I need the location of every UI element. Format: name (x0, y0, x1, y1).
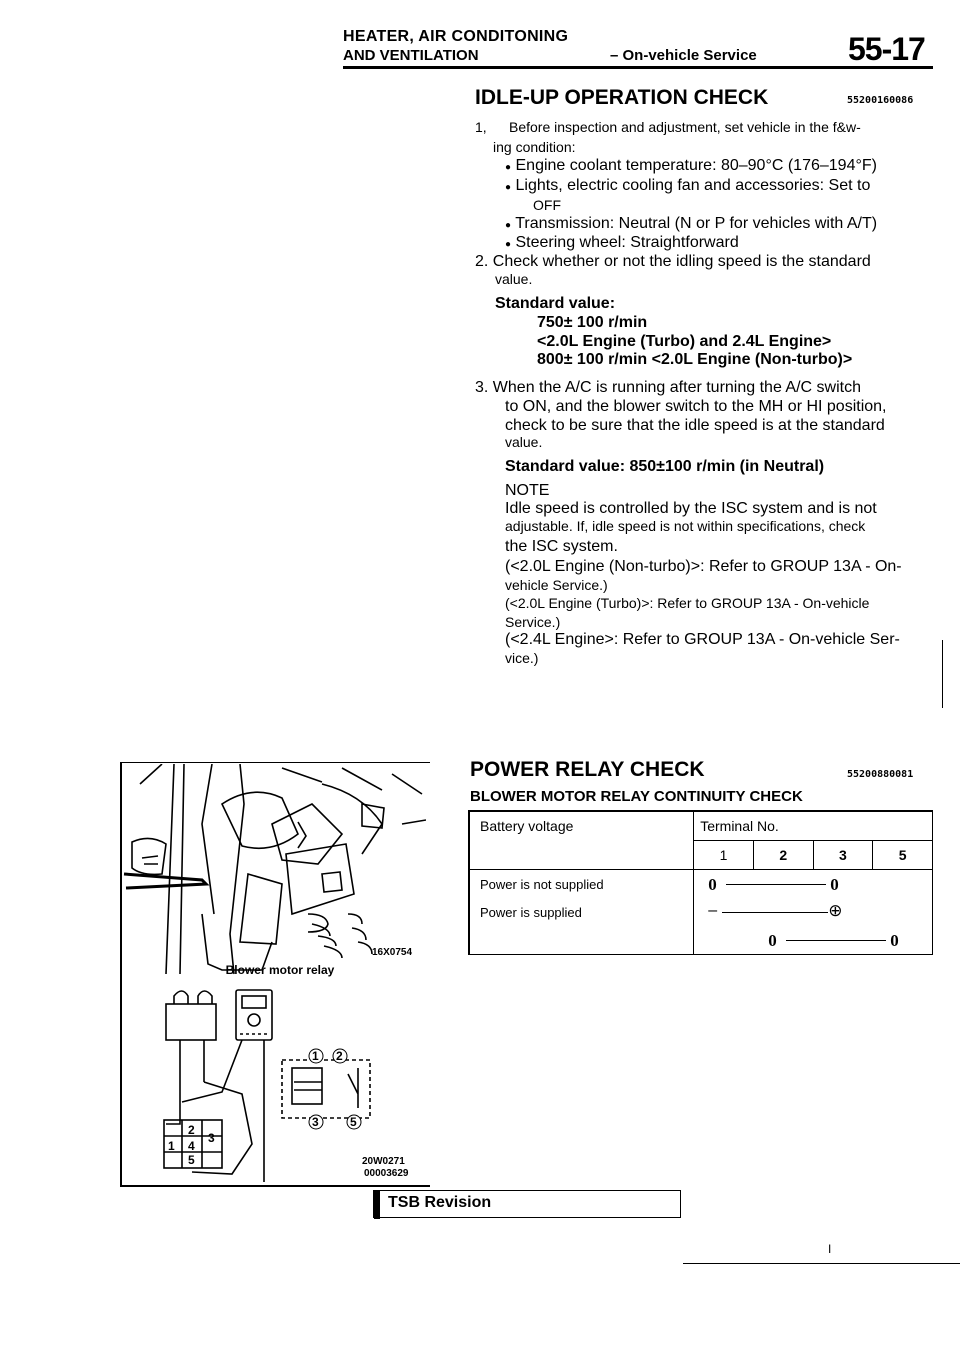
continuity-mark: 0 (890, 931, 899, 950)
relay-pin: 3 (312, 1115, 319, 1129)
margin-bar (942, 640, 943, 708)
step3-line: to ON, and the blower switch to the MH o… (505, 398, 887, 415)
tsb-revision-label: TSB Revision (388, 1194, 492, 1211)
terminal-1: 1 (693, 840, 754, 870)
power-relay-subtitle: BLOWER MOTOR RELAY CONTINUITY CHECK (470, 788, 803, 805)
bullet-dot: ● (505, 220, 512, 231)
header-section: – On-vehicle Service (610, 47, 757, 64)
step1-num: 1, (475, 119, 487, 135)
table-row: – ⊕ (693, 898, 933, 926)
step2-cont: value. (495, 271, 533, 287)
relay-pin: 2 (336, 1049, 343, 1063)
connector-pin: 1 (168, 1139, 175, 1153)
header-divider (343, 66, 933, 69)
continuity-line (722, 912, 829, 913)
bullet-dot: ● (505, 162, 512, 173)
relay-illustration: 16X0754 Blower motor relay 1 2 3 5 2 1 4… (123, 764, 426, 1182)
standard-value-1: 750± 100 r/min (537, 314, 648, 331)
step3-line: check to be sure that the idle speed is … (505, 417, 885, 434)
bullet-item: ● Transmission: Neutral (N or P for vehi… (505, 215, 878, 232)
bullet-dot: ● (505, 182, 512, 193)
continuity-mark: 0 (830, 875, 839, 894)
continuity-line (786, 940, 887, 941)
note-line: Service.) (505, 614, 561, 630)
standard-value-2-line: Standard value: 850±100 r/min (in Neutra… (505, 458, 825, 475)
multimeter-icon (235, 989, 273, 1041)
note-line: Idle speed is controlled by the ISC syst… (505, 500, 877, 517)
step3-line: 3. When the A/C is running after turning… (475, 379, 861, 396)
step1-text: Before inspection and adjustment, set ve… (509, 119, 861, 135)
table-top-rule (468, 810, 933, 812)
standard-value-3: 800± 100 r/min <2.0L Engine (Non-turbo)> (537, 351, 853, 368)
figure-code-3: 00003629 (364, 1168, 409, 1179)
bullet-item-cont: OFF (533, 197, 561, 213)
col-header-battery: Battery voltage (468, 812, 694, 841)
bullet-item: ● Engine coolant temperature: 80–90°C (1… (505, 157, 877, 174)
connector-pin: 5 (188, 1153, 195, 1167)
continuity-mark: 0 (708, 875, 717, 894)
power-relay-title: POWER RELAY CHECK (470, 758, 705, 781)
col-header-terminal: Terminal No. (693, 812, 933, 841)
plus-mark: ⊕ (828, 901, 843, 920)
standard-label: Standard value: (495, 295, 616, 312)
minus-mark: – (708, 902, 718, 919)
tsb-revision-box: TSB Revision (373, 1190, 681, 1219)
idle-up-code: 55200160086 (847, 95, 914, 106)
row-label: Power is not supplied (468, 869, 694, 898)
header-title-line2: AND VENTILATION (343, 47, 479, 64)
terminal-5: 5 (872, 840, 933, 870)
header-title-line1: HEATER, AIR CONDITONING (343, 28, 569, 45)
footer-rule (683, 1263, 960, 1264)
connector-pin: 4 (188, 1139, 195, 1153)
terminal-2: 2 (752, 840, 814, 870)
relay-figure-frame (120, 762, 430, 1187)
bullet-item: ● Lights, electric cooling fan and acces… (505, 177, 871, 194)
step2-text: 2. Check whether or not the idling speed… (475, 253, 871, 270)
table-row: 0 0 (693, 869, 933, 898)
continuity-table: Battery voltage Terminal No. 1 2 3 5 Pow… (468, 812, 933, 955)
relay-pin: 5 (350, 1115, 357, 1129)
standard-value-2: <2.0L Engine (Turbo) and 2.4L Engine> (537, 333, 832, 350)
tsb-box-edge (374, 1191, 380, 1219)
note-line: adjustable. If, idle speed is not within… (505, 518, 866, 534)
relay-connector-icon (163, 1119, 223, 1169)
bullet-item: ● Steering wheel: Straightforward (505, 234, 739, 251)
row-label (468, 926, 694, 955)
connector-pin: 2 (188, 1123, 195, 1137)
note-line: (<2.0L Engine (Non-turbo)>: Refer to GRO… (505, 558, 902, 575)
figure-caption: Blower motor relay (226, 963, 335, 977)
note-line: vehicle Service.) (505, 577, 608, 593)
table-row: 0 0 (693, 926, 933, 955)
step1-cont: ing condition: (493, 139, 576, 155)
note-line: the ISC system. (505, 538, 618, 555)
power-relay-code: 55200880081 (847, 769, 914, 780)
note-line: (<2.4L Engine>: Refer to GROUP 13A - On-… (505, 631, 900, 648)
figure-code-2: 20W0271 (362, 1156, 405, 1167)
terminal-3: 3 (812, 840, 873, 870)
bullet-dot: ● (505, 239, 512, 250)
idle-up-title: IDLE-UP OPERATION CHECK (475, 86, 769, 109)
battery-icon (165, 1003, 217, 1041)
footer-mark: I (828, 1242, 832, 1256)
continuity-mark: 0 (768, 931, 777, 950)
connector-pin: 3 (208, 1131, 215, 1145)
note-line: vice.) (505, 650, 539, 666)
note-line: (<2.0L Engine (Turbo)>: Refer to GROUP 1… (505, 595, 870, 611)
relay-pin: 1 (312, 1049, 319, 1063)
table-cell (468, 840, 694, 870)
continuity-line (726, 884, 827, 885)
note-label: NOTE (505, 482, 550, 499)
figure-code-1: 16X0754 (372, 947, 412, 958)
row-label: Power is supplied (468, 898, 694, 926)
page-number: 55-17 (848, 31, 926, 67)
step3-line: value. (505, 434, 543, 450)
